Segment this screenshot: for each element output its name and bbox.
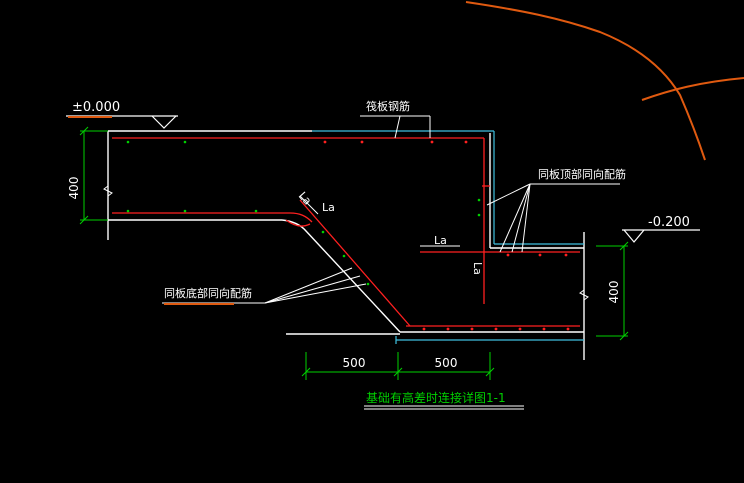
title-underline xyxy=(364,405,524,410)
raft-rebar-label: 筏板钢筋 xyxy=(366,99,410,113)
break-symbols xyxy=(103,185,589,301)
rebar-dots-red xyxy=(323,140,570,331)
la-label-vertical: La xyxy=(471,262,484,275)
rebar-dots xyxy=(126,140,481,286)
cyan-guide xyxy=(312,130,584,344)
leader-lines xyxy=(162,115,620,304)
dimension-lines xyxy=(79,126,629,380)
dim-left-height: 400 xyxy=(67,177,81,200)
background-orange-curves xyxy=(465,1,744,161)
concrete-outline xyxy=(107,130,585,360)
top-rebar-note: 同板顶部同向配筋 xyxy=(538,167,626,181)
la-label-top: La xyxy=(322,201,335,214)
dim-bottom-left: 500 xyxy=(343,356,366,370)
drawing-title: 基础有高差时连接详图1-1 xyxy=(366,390,506,405)
la-label-slope: La xyxy=(296,189,314,207)
la-label-mid: La xyxy=(434,234,447,247)
elevation-top-label: ±0.000 xyxy=(72,100,120,115)
bottom-rebar-note: 同板底部同向配筋 xyxy=(164,286,252,300)
dim-bottom-right: 500 xyxy=(435,356,458,370)
elevation-low-marker xyxy=(622,229,700,243)
elevation-low-label: -0.200 xyxy=(648,215,690,230)
dim-right-height: 400 xyxy=(607,281,621,304)
